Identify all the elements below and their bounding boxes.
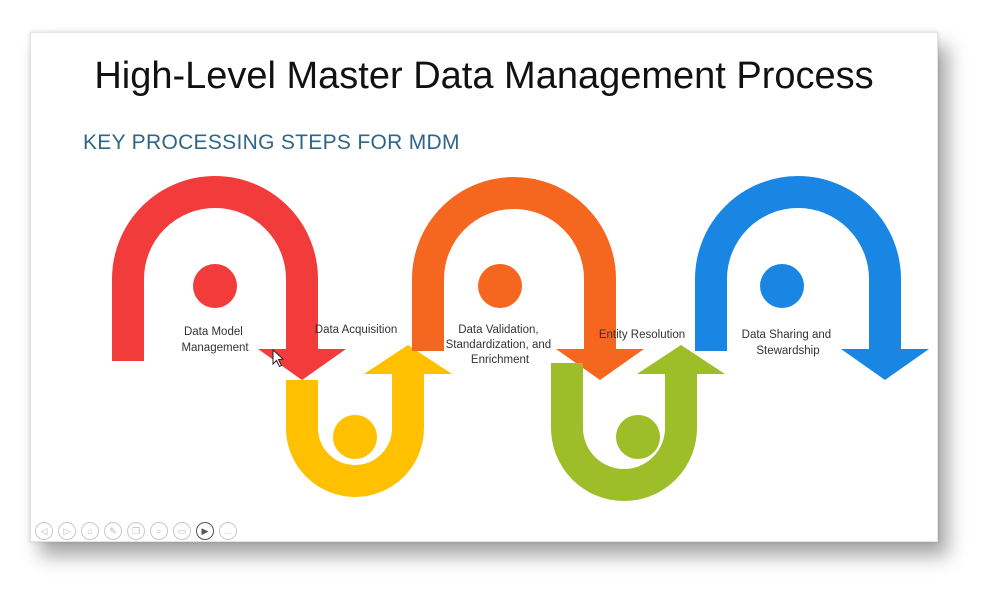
step-4-arrow bbox=[551, 345, 725, 501]
step-2-dot bbox=[333, 415, 377, 459]
more-icon[interactable]: … bbox=[219, 522, 237, 540]
mouse-cursor-icon bbox=[272, 348, 285, 368]
slide-title: High-Level Master Data Management Proces… bbox=[94, 55, 874, 97]
home-icon[interactable]: ⌂ bbox=[81, 522, 99, 540]
step-2-label: Data Acquisition bbox=[315, 324, 397, 336]
step-5-arrow bbox=[695, 176, 929, 380]
slide: High-Level Master Data Management Proces… bbox=[30, 32, 938, 542]
step-5-dot bbox=[760, 264, 804, 308]
step-3-label: Data Validation, Standardization, and En… bbox=[446, 324, 555, 366]
step-3-dot bbox=[478, 264, 522, 308]
step-5-label: Data Sharing and Stewardship bbox=[742, 329, 835, 357]
mdm-process-diagram: Data Model Management Data Acquisition D… bbox=[112, 176, 929, 501]
next-icon[interactable]: ▷ bbox=[58, 522, 76, 540]
step-1-dot bbox=[193, 264, 237, 308]
presentation-toolbar: ◁ ▷ ⌂ ✎ ❐ ⌕ ▭ ▶ … bbox=[35, 521, 237, 541]
slide-subtitle: KEY PROCESSING STEPS FOR MDM bbox=[83, 131, 460, 154]
zoom-icon[interactable]: ⌕ bbox=[150, 522, 168, 540]
step-4-label: Entity Resolution bbox=[599, 329, 685, 341]
step-1-label: Data Model Management bbox=[181, 326, 249, 354]
pen-icon[interactable]: ✎ bbox=[104, 522, 122, 540]
subtitles-icon[interactable]: ▭ bbox=[173, 522, 191, 540]
copy-icon[interactable]: ❐ bbox=[127, 522, 145, 540]
step-2-arrow bbox=[286, 345, 452, 497]
step-4-dot bbox=[616, 415, 660, 459]
step-3-arrow bbox=[412, 177, 644, 380]
camera-icon[interactable]: ▶ bbox=[196, 522, 214, 540]
previous-icon[interactable]: ◁ bbox=[35, 522, 53, 540]
